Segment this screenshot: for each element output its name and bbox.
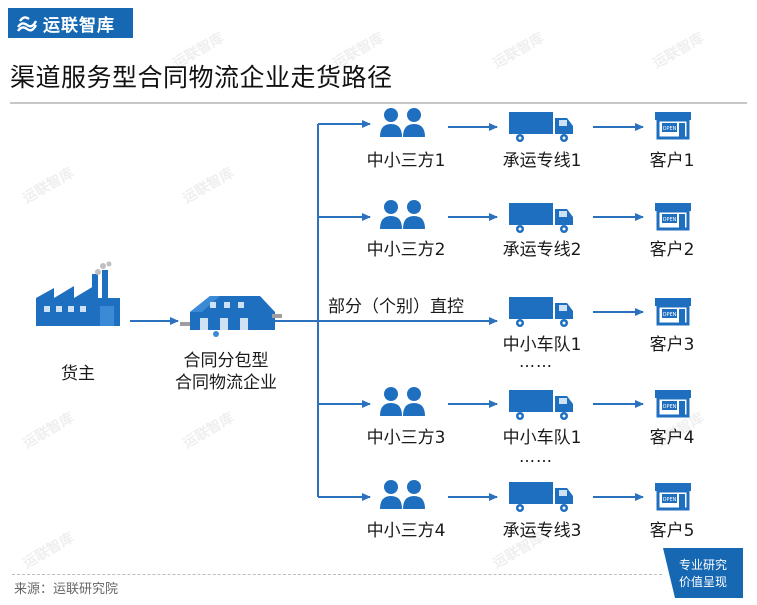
page-title: 渠道服务型合同物流企业走货路径 [10,63,393,92]
contractor-label-line1: 合同分包型 [183,351,269,371]
store-sign-text: OPEN [663,404,677,410]
factory-icon [36,261,120,326]
warehouse-icon [180,296,282,337]
brand-wave-icon [17,16,38,32]
badge-line-2: 价值呈现 [678,575,727,589]
carrier-label-4: 中小车队1 [502,428,582,448]
store-icon-5: OPEN [655,483,691,511]
contractor-label-line2: 合同物流企业 [175,373,277,393]
agent-label-2: 中小三方2 [366,240,446,260]
store-icon-4: OPEN [655,390,691,418]
customer-label-2: 客户2 [649,240,695,260]
customer-label-3: 客户3 [649,335,695,355]
carrier-label-3: 中小车队1 [502,335,582,355]
corner-badge-shape [663,548,743,598]
brand-name: 运联智库 [43,15,115,36]
store-sign-text: OPEN [663,312,677,318]
agent-label-1: 中小三方1 [366,151,446,171]
customer-label-4: 客户4 [649,428,695,448]
brand-logo: 运联智库 [8,8,133,38]
truck-icon-3 [509,297,573,327]
truck-icon-1 [509,112,573,142]
store-icon-1: OPEN [655,112,691,140]
truck-icon-4 [509,390,573,420]
agent-label-5: 中小三方4 [366,521,446,541]
carrier-label-5: 承运专线3 [502,521,582,541]
agent-label-4: 中小三方3 [366,428,446,448]
customer-label-1: 客户1 [649,151,695,171]
customer-label-5: 客户5 [649,521,695,541]
people-icon-4 [380,387,425,416]
carrier-label-2: 承运专线2 [502,240,582,260]
footer-divider [12,574,662,575]
people-icon-2 [380,200,425,229]
carrier-label-1: 承运专线1 [502,151,582,171]
store-sign-text: OPEN [663,126,677,132]
store-sign-text: OPEN [663,497,677,503]
ellipsis-row4: …… [519,447,553,466]
store-sign-text: OPEN [663,217,677,223]
ellipsis-row3: …… [519,352,553,371]
badge-line-1: 专业研究 [678,558,727,572]
store-icon-3: OPEN [655,298,691,326]
direct-control-label: 部分（个别）直控 [328,297,464,317]
shipper-label: 货主 [61,364,95,384]
truck-icon-2 [509,203,573,233]
truck-icon-5 [509,482,573,512]
title-divider [10,102,747,104]
people-icon-5 [380,480,425,509]
people-icon-1 [380,108,425,137]
source-note: 来源：运联研究院 [14,582,119,597]
store-icon-2: OPEN [655,203,691,231]
corner-badge: 专业研究 价值呈现 [663,548,743,598]
